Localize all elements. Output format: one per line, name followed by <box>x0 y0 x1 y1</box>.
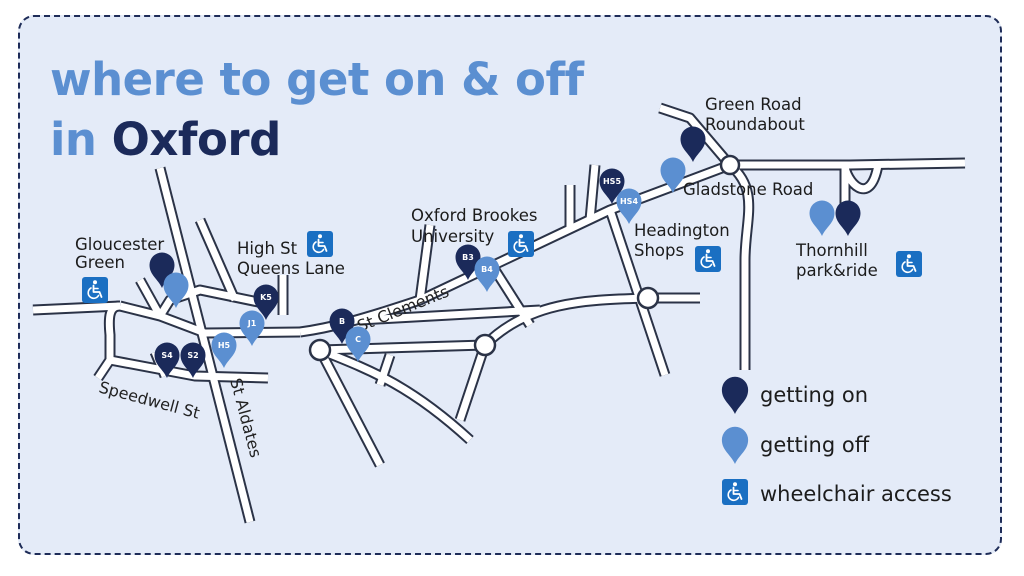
legend-getting-off: getting off <box>760 433 870 457</box>
page-title: where to get on & off <box>50 53 584 106</box>
wheelchair-icon <box>895 250 923 278</box>
legend-on-pin-icon <box>721 376 749 414</box>
stop-code-b3: B3 <box>462 253 474 262</box>
map-legend: getting on getting off wheelchair access <box>721 376 952 506</box>
place-label-high-st-1: High St <box>237 239 298 258</box>
legend-off-pin-icon <box>721 426 749 464</box>
stop-pin-h5[interactable] <box>211 332 237 369</box>
page-subtitle: in Oxford <box>50 117 281 162</box>
road-label-speedwell-st: Speedwell St <box>97 378 202 423</box>
place-label-green-road-2: Roundabout <box>705 115 805 134</box>
stop-pin-on-thornhill[interactable] <box>835 200 861 237</box>
stop-code-s2: S2 <box>187 351 198 360</box>
wheelchair-icon <box>694 245 722 273</box>
stop-pin-j1[interactable] <box>239 310 265 347</box>
place-label-gloucester-green-1: Gloucester <box>75 235 164 254</box>
place-label-headington-1: Headington <box>634 221 730 240</box>
place-label-gloucester-green-2: Green <box>75 253 125 272</box>
stop-code-hs4: HS4 <box>620 197 638 206</box>
place-label-thornhill-1: Thornhill <box>795 241 868 260</box>
legend-wheelchair-access: wheelchair access <box>760 482 952 506</box>
stop-code-k5: K5 <box>260 293 272 302</box>
stop-pin-on-green-road[interactable] <box>680 126 706 163</box>
legend-getting-on: getting on <box>760 383 868 407</box>
place-label-green-road-1: Green Road <box>705 95 802 114</box>
legend-wheelchair-icon <box>721 478 749 506</box>
stop-pin-b4[interactable] <box>474 256 500 293</box>
wheelchair-icon <box>81 276 109 304</box>
place-label-high-st-2: Queens Lane <box>237 259 345 278</box>
road-label-st-clements: St Clements <box>354 282 451 336</box>
wheelchair-icon <box>306 230 334 258</box>
subtitle-prefix: in <box>50 113 97 166</box>
place-label-gladstone-road: Gladstone Road <box>683 180 813 199</box>
stop-pin-hs4[interactable] <box>616 188 642 225</box>
stop-code-hs5: HS5 <box>603 177 621 186</box>
place-label-brookes-1: Oxford Brookes <box>411 206 538 225</box>
place-label-thornhill-2: park&ride <box>796 261 878 280</box>
stop-code-s4: S4 <box>161 351 173 360</box>
stop-code-b4: B4 <box>481 265 493 274</box>
stop-pin-off-thornhill[interactable] <box>809 200 835 237</box>
stop-code-j1: J1 <box>247 319 257 328</box>
place-label-brookes-2: University <box>411 227 494 246</box>
city-name: Oxford <box>111 113 282 166</box>
wheelchair-icon <box>507 230 535 258</box>
stop-code-c: C <box>355 335 361 344</box>
bus-stops: S4 S2 H5 J1 K5 B C B3 B4 HS5 HS4 <box>149 126 861 378</box>
stop-code-b: B <box>339 317 345 326</box>
place-label-headington-2: Shops <box>634 241 684 260</box>
road-network <box>32 102 966 524</box>
stop-code-h5: H5 <box>218 341 231 350</box>
